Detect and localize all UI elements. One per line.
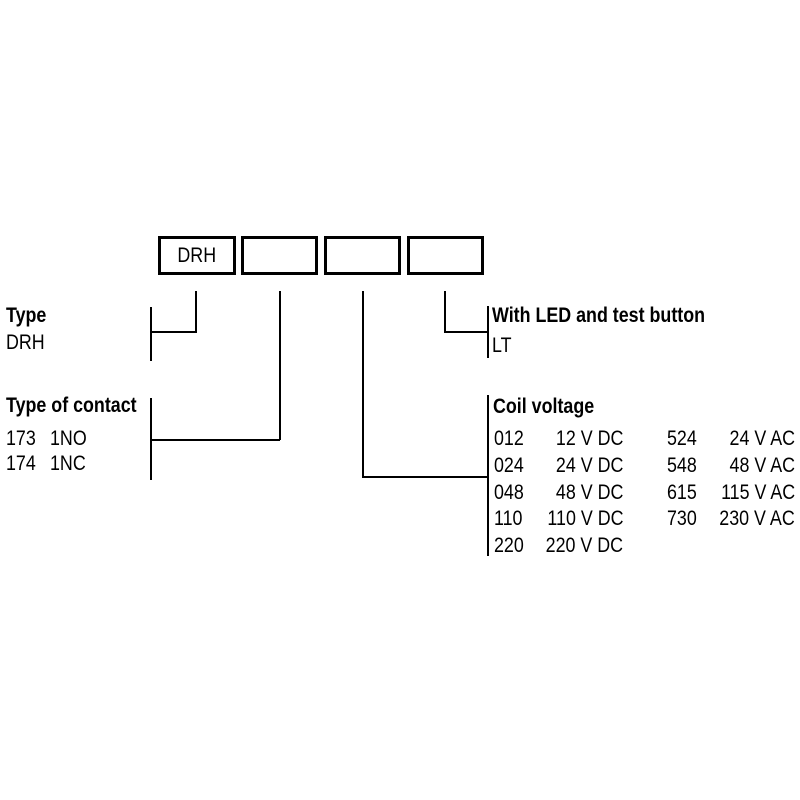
code-box-voltage [324, 236, 401, 275]
coil-dc-row: 110 110 V DC [494, 506, 623, 533]
coil-dc-row: 024 24 V DC [494, 453, 623, 480]
type-section-value: DRH [6, 331, 45, 354]
coil-ac-row: 548 48 V AC [667, 453, 795, 480]
connector-contact-tick-line [150, 398, 152, 480]
coil-code: 730 [667, 507, 697, 531]
coil-volt: 115 V AC [720, 480, 795, 504]
coil-code: 110 [494, 507, 523, 531]
code-box-type: DRH [158, 236, 236, 275]
coil-section-heading: Coil voltage [493, 395, 595, 418]
coil-code: 548 [667, 453, 697, 477]
coil-volt: 230 V AC [719, 507, 795, 531]
coil-volt: 220 V DC [545, 533, 623, 557]
connector-voltage-tick-line [487, 395, 489, 556]
type-section-heading: Type [6, 304, 47, 327]
coil-code: 615 [667, 480, 697, 504]
coil-ac-row: 615 115 V AC [667, 479, 795, 506]
coil-voltage-dc-table: 012 12 V DC 024 24 V DC 048 48 V DC 110 … [494, 426, 623, 559]
coil-volt: 24 V DC [555, 453, 623, 477]
connector-voltage-elbow-line [362, 475, 489, 478]
contact-code: 173 [6, 426, 36, 450]
coil-volt: 24 V AC [729, 427, 795, 451]
coil-dc-row: 012 12 V DC [494, 426, 623, 453]
coil-volt: 12 V DC [555, 427, 623, 451]
connector-type-tick-line [150, 307, 152, 361]
contact-code: 174 [6, 452, 36, 476]
coil-voltage-ac-table: 524 24 V AC 548 48 V AC 615 115 V AC 730… [667, 426, 795, 533]
connector-led-tick-line [487, 306, 489, 358]
coil-volt: 48 V DC [555, 480, 623, 504]
contact-options-list: 173 1NO 174 1NC [6, 426, 166, 477]
code-box-option [407, 236, 484, 275]
coil-code: 220 [494, 533, 524, 557]
led-section-value: LT [492, 334, 512, 357]
code-box-contact [241, 236, 318, 275]
connector-contact-elbow-line [150, 438, 280, 441]
coil-ac-row: 730 230 V AC [667, 506, 795, 533]
connector-type-drop-line [194, 291, 197, 333]
connector-led-elbow-line [444, 331, 489, 333]
coil-code: 024 [494, 453, 524, 477]
contact-row: 174 1NC [6, 452, 166, 478]
connector-voltage-drop-line [362, 291, 364, 477]
coil-code: 048 [494, 480, 524, 504]
contact-row: 173 1NO [6, 426, 166, 452]
connector-led-drop-line [444, 291, 446, 333]
contact-desc: 1NC [50, 452, 86, 476]
coil-dc-row: 220 220 V DC [494, 533, 623, 560]
coil-dc-row: 048 48 V DC [494, 479, 623, 506]
connector-type-elbow-line [150, 331, 196, 333]
coil-code: 012 [494, 427, 524, 451]
coil-volt: 110 V DC [546, 507, 623, 531]
code-box-type-label: DRH [177, 243, 217, 267]
connector-contact-drop-line [278, 291, 281, 440]
contact-desc: 1NO [50, 426, 87, 450]
coil-ac-row: 524 24 V AC [667, 426, 795, 453]
coil-code: 524 [667, 427, 697, 451]
coil-volt: 48 V AC [729, 453, 795, 477]
led-section-heading: With LED and test button [492, 304, 706, 327]
contact-section-heading: Type of contact [6, 394, 137, 417]
